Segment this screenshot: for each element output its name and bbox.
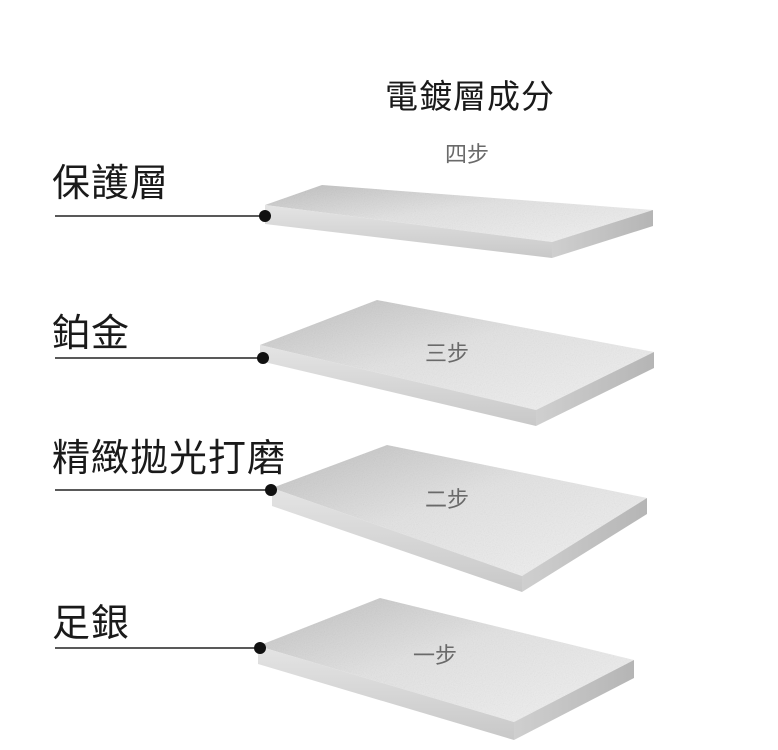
- leader-silver: [55, 642, 266, 654]
- plate-polishing: [272, 445, 647, 592]
- layer-label-platinum: 鉑金: [52, 311, 131, 355]
- plate-platinum: [260, 300, 654, 426]
- step-label-1: 一步: [413, 644, 457, 669]
- layer-label-silver: 足銀: [52, 601, 131, 645]
- layer-label-polishing: 精緻拋光打磨: [52, 436, 287, 480]
- diagram-title: 電鍍層成分: [385, 77, 555, 116]
- plate-protective: [265, 185, 653, 258]
- plate-silver: [258, 598, 634, 740]
- layer-label-protective: 保護層: [52, 161, 170, 205]
- step-label-3: 三步: [425, 342, 469, 367]
- step-label-2: 二步: [425, 488, 469, 513]
- step-label-4: 四步: [445, 143, 489, 168]
- leader-polishing: [55, 484, 277, 496]
- leader-protective: [55, 210, 271, 222]
- leader-platinum: [55, 352, 269, 364]
